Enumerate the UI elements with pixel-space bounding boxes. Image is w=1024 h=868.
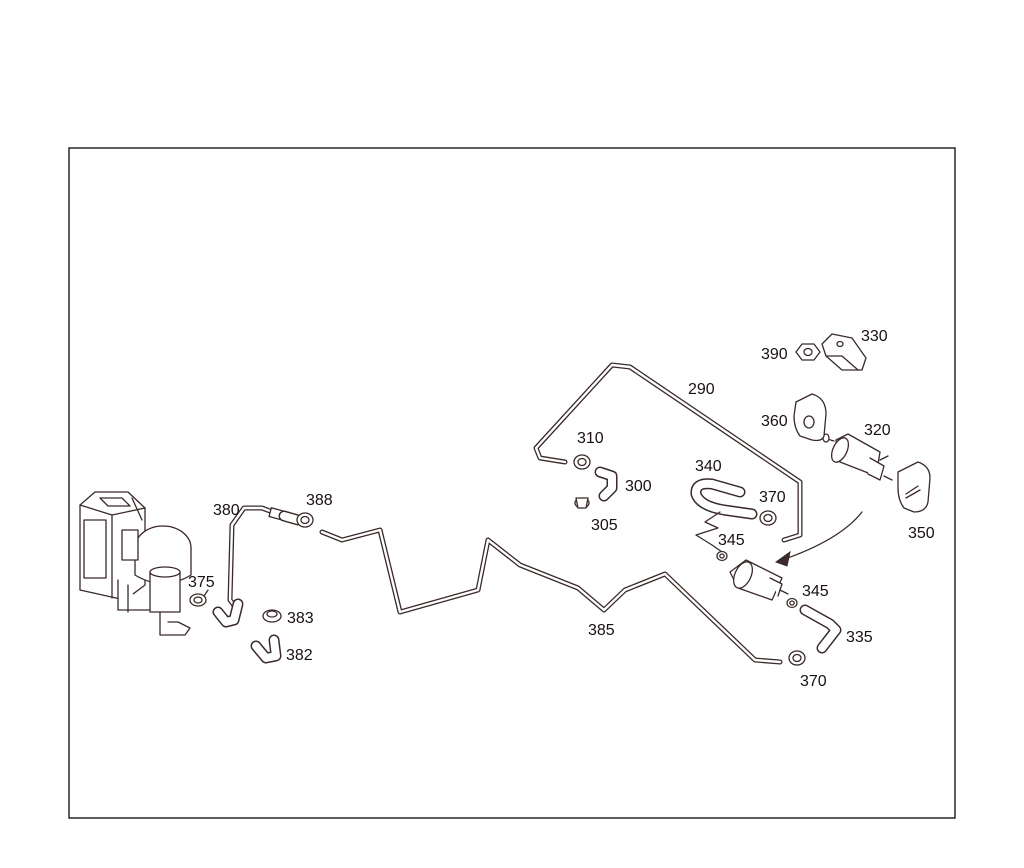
label-350: 350 [908,525,935,542]
clamp-370-bottom [788,650,806,666]
connector-388 [278,510,314,528]
hose-300 [594,466,618,502]
bracket-330 [821,333,867,371]
hose-340 [690,478,758,520]
direction-arrow [774,511,863,567]
zigzag-leader [695,511,723,553]
clamp-370-top [759,510,777,526]
label-360: 360 [761,413,788,430]
mount-360 [793,393,827,442]
hose-380 [212,598,244,628]
fuel-filter [729,559,789,601]
label-385: 385 [588,622,615,639]
hose-335 [799,604,842,654]
label-375: 375 [188,574,215,591]
label-310: 310 [577,430,604,447]
label-300: 300 [625,478,652,495]
fuel-pump-320 [819,433,893,481]
label-320: 320 [864,422,891,439]
label-388: 388 [306,492,333,509]
pipe-380 [227,505,290,611]
clamp-383 [262,609,282,623]
ring-345-right [786,597,798,609]
label-383: 383 [287,610,314,627]
pipe-385 [319,527,783,665]
label-380: 380 [213,502,240,519]
diagram-frame [68,147,956,819]
label-290: 290 [688,381,715,398]
label-340: 340 [695,458,722,475]
ring-345-left [716,550,728,562]
label-345-left: 345 [718,532,745,549]
clip-305 [574,497,590,509]
label-335: 335 [846,629,873,646]
nut-390 [795,343,821,361]
clamp-375 [189,589,209,607]
heater-unit [79,491,192,636]
label-390: 390 [761,346,788,363]
hose-382 [250,634,282,664]
clamp-310 [573,454,591,470]
label-370-top: 370 [759,489,786,506]
pipe-290 [533,362,803,543]
label-370-bottom: 370 [800,673,827,690]
label-382: 382 [286,647,313,664]
label-330: 330 [861,328,888,345]
label-345-right: 345 [802,583,829,600]
bracket-350 [897,461,931,513]
label-305: 305 [591,517,618,534]
